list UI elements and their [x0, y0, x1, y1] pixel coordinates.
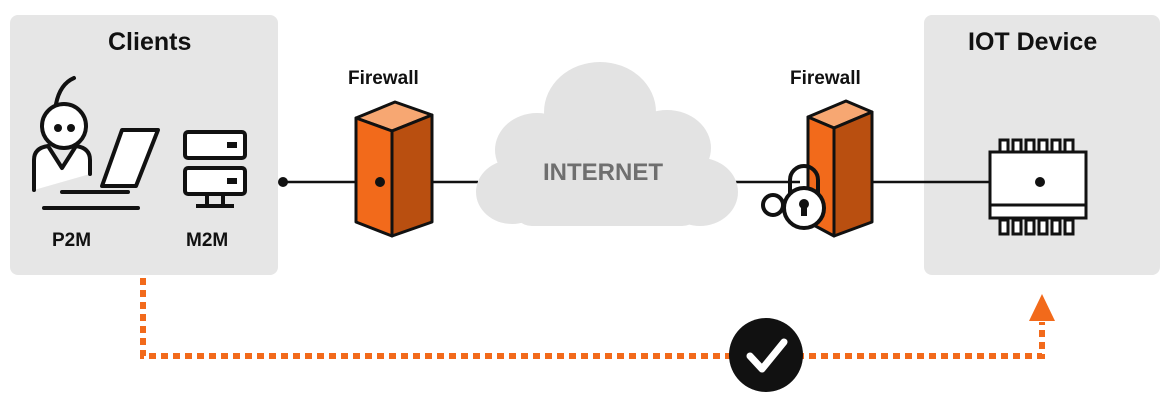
iot-device-title: IOT Device [968, 28, 1098, 56]
cloud-icon [476, 62, 738, 226]
dotted-return-path [140, 278, 1045, 359]
server-icon [183, 130, 247, 208]
firewall-icon [354, 100, 434, 238]
clients-title: Clients [108, 28, 192, 56]
firewall-right-label: Firewall [790, 68, 861, 89]
chip-icon [988, 138, 1088, 236]
person-laptop-icon [32, 76, 160, 210]
m2m-label: M2M [186, 230, 229, 251]
arrow-up-icon [1029, 294, 1055, 321]
firewall-icon [806, 99, 874, 238]
check-circle-icon [729, 318, 803, 392]
firewall-left-label: Firewall [348, 68, 419, 89]
p2m-label: P2M [52, 230, 92, 251]
internet-label: INTERNET [543, 159, 663, 186]
